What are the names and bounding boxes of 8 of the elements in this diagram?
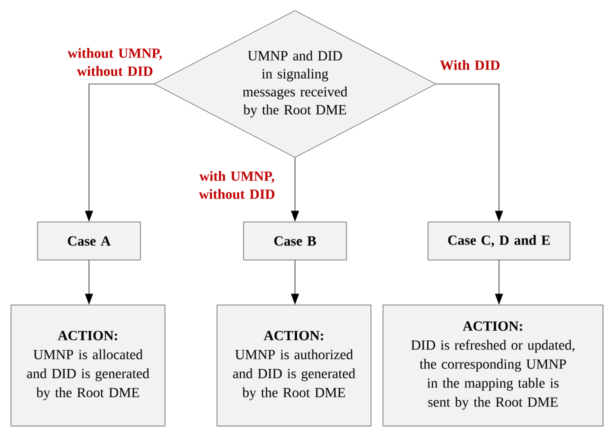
edge-label: With DID (440, 60, 500, 70)
action-box: ACTION: UMNP is authorized and DID is generated by the Root DME (216, 304, 372, 426)
case-box: Case C, D and E (428, 222, 570, 260)
edge-label: with UMNP, without DID (198, 171, 274, 199)
case-box: Case A (37, 222, 141, 260)
case-box: Case B (243, 222, 347, 260)
action-box: ACTION: UMNP is allocated and DID is generated by the Root DME (10, 304, 166, 426)
action-box: ACTION: DID is refreshed or updated, the corresponding UMNP in the mapping table is sent by the Root DME (382, 304, 604, 426)
